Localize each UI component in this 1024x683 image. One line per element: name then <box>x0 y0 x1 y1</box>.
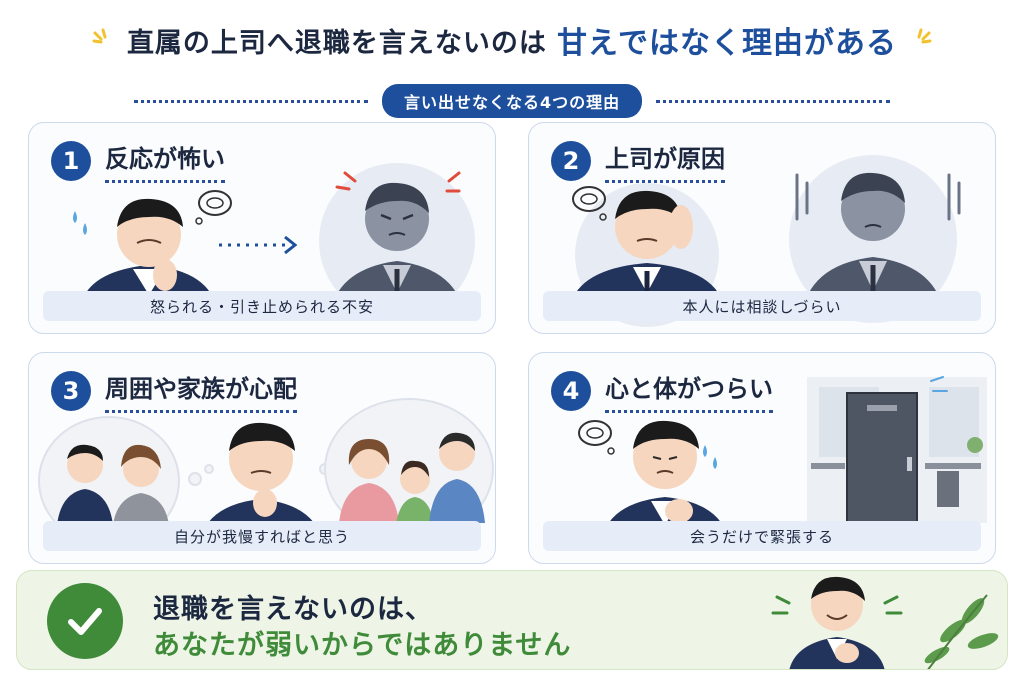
door-icon <box>846 392 918 524</box>
thought-bubble-icon <box>195 190 232 225</box>
illustration-tense-man-office-door <box>578 376 987 543</box>
thought-bubble-icon <box>578 420 615 455</box>
sparkle-icon <box>917 28 932 44</box>
card-caption: 自分が我慢すればと思う <box>43 521 481 551</box>
banner-text-line1: 退職を言えないのは、 <box>153 594 433 625</box>
reason-card-2: 2 上司が原因 本人には相談しづらい <box>528 122 996 334</box>
thought-bubble-icon <box>572 186 607 221</box>
arrow-right-icon <box>219 235 298 255</box>
card-title: 周囲や家族が心配 <box>105 369 297 413</box>
illustration-colleagues-and-family <box>38 398 494 546</box>
sparkle-icon <box>92 28 107 44</box>
card-title: 上司が原因 <box>605 139 725 183</box>
card-header: 1 反応が怖い <box>51 139 225 183</box>
illustration-relieved-man <box>771 576 999 669</box>
banner-text-line2: あなたが弱いからではありません <box>153 630 572 661</box>
card-header: 4 心と体がつらい <box>551 369 773 413</box>
sweat-drop-icon <box>73 211 77 223</box>
card-title: 心と体がつらい <box>605 369 773 413</box>
dotted-divider <box>656 99 891 103</box>
subtitle-row: 言い出せなくなる4つの理由 <box>120 84 904 118</box>
reason-card-1: 1 反応が怖い 怒られる・引き止められる不安 <box>28 122 496 334</box>
conclusion-banner: 退職を言えないのは、 あなたが弱いからではありません <box>16 570 1008 670</box>
reason-card-3: 3 周囲や家族が心配 自分が我慢すればと思う <box>28 352 496 564</box>
card-header: 3 周囲や家族が心配 <box>51 369 297 413</box>
leaf-icon <box>924 594 999 669</box>
card-number-badge: 2 <box>551 141 591 181</box>
subtitle-pill: 言い出せなくなる4つの理由 <box>381 84 643 118</box>
card-title: 反応が怖い <box>105 139 225 183</box>
card-number-badge: 4 <box>551 371 591 411</box>
page-title-highlight: 甘えではなく理由がある <box>556 26 898 61</box>
header-title-row: 直属の上司へ退職を言えないのは 甘えではなく理由がある <box>91 18 933 62</box>
check-icon <box>47 583 123 659</box>
anger-mark-icon <box>335 171 461 193</box>
card-number-badge: 1 <box>51 141 91 181</box>
reason-card-4: 4 心と体がつらい 会うだけで緊張する <box>528 352 996 564</box>
card-header: 2 上司が原因 <box>551 139 725 183</box>
card-caption: 本人には相談しづらい <box>543 291 981 321</box>
card-caption: 怒られる・引き止められる不安 <box>43 291 481 321</box>
card-number-badge: 3 <box>51 371 91 411</box>
page-title: 直属の上司へ退職を言えないのは <box>126 27 547 59</box>
header: 直属の上司へ退職を言えないのは 甘えではなく理由がある <box>0 18 1024 72</box>
dotted-divider <box>134 99 368 103</box>
card-caption: 会うだけで緊張する <box>543 521 981 551</box>
